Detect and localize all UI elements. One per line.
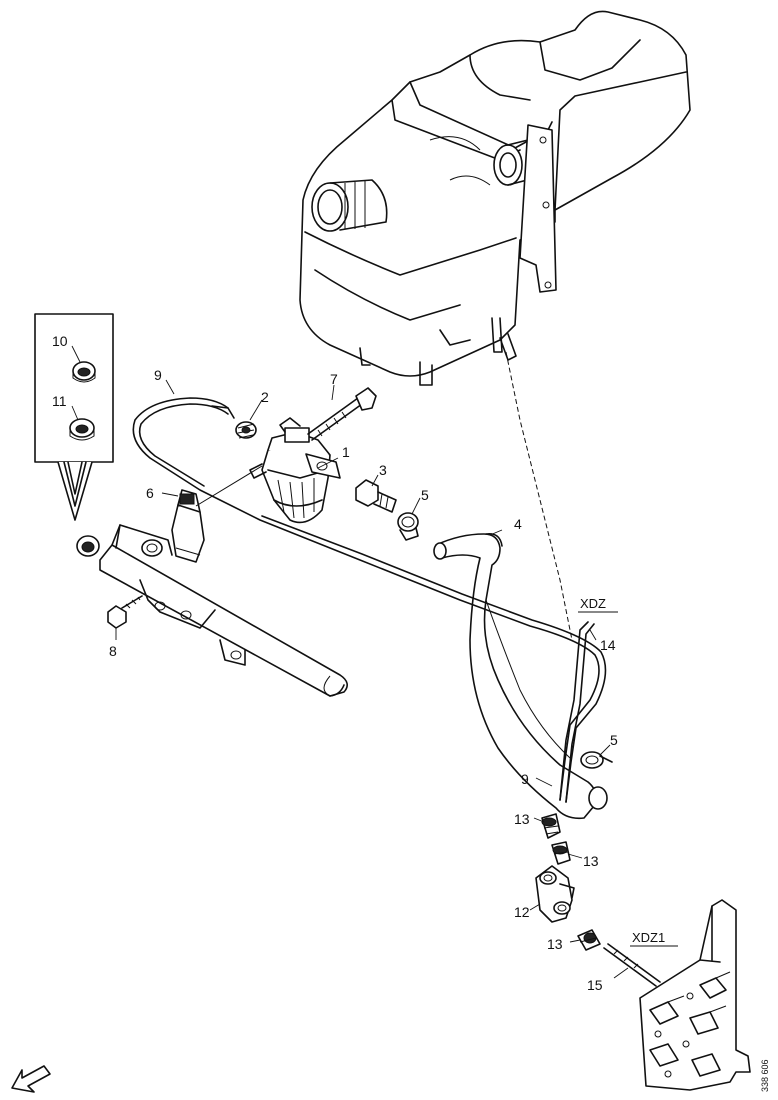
connector-bracket-plate [639,899,751,1091]
callout-5-lower: 5 [610,732,618,748]
connector-ref-xdz1: XDZ1 [632,930,665,945]
part-5-hose-clamp-lower [580,751,613,769]
callout-7: 7 [330,371,338,387]
callout-9-upper: 9 [154,367,162,383]
callout-13-c: 13 [547,936,563,952]
part-11-grommet [69,418,95,441]
front-direction-arrow-icon [11,1065,51,1093]
callout-12: 12 [514,904,530,920]
callout-14: 14 [600,637,616,653]
part-13-connector-c [577,929,601,951]
callout-8: 8 [109,643,117,659]
callout-13-b: 13 [583,853,599,869]
routing-guide-line [505,351,573,641]
callout-4: 4 [514,516,522,532]
fuel-line-9 [132,397,607,803]
part-2-fitting [235,421,257,439]
part-8-bolt [107,595,143,629]
part-13-connector-a [541,813,561,839]
callout-3: 3 [379,462,387,478]
part-1-fuel-filter [249,417,341,524]
fuel-tank [299,10,691,386]
inset-detail-box [34,313,114,521]
callout-15: 15 [587,977,603,993]
part-13-connector-b [551,841,571,865]
callout-2: 2 [261,389,269,405]
callout-10: 10 [52,333,68,349]
leader-lines [71,345,678,979]
callout-6: 6 [146,485,154,501]
part-4-hose [433,532,608,820]
callout-5-upper: 5 [421,487,429,503]
callout-labels: 1 2 3 4 5 5 6 7 8 9 9 10 11 12 13 13 13 … [52,333,770,1092]
callout-11: 11 [52,393,67,409]
callout-13-a: 13 [514,811,530,827]
part-7-bolt [307,387,377,441]
drawing-code: 338 606 [760,1059,770,1092]
callout-1: 1 [342,444,350,460]
fuel-line-14 [559,621,595,803]
part-15-fuel-line [603,943,661,987]
part-10-fitted-grommet [76,535,100,557]
part-6-clip [171,489,205,563]
part-12-t-connector [535,865,575,923]
connector-ref-xdz: XDZ [580,596,606,611]
filter-to-clip-line [195,465,263,507]
mounting-rail [99,524,348,697]
part-5-hose-clamp [397,512,419,541]
callout-9-lower: 9 [521,771,529,787]
part-3-banjo-bolt [355,479,397,513]
part-10-grommet [72,361,96,383]
